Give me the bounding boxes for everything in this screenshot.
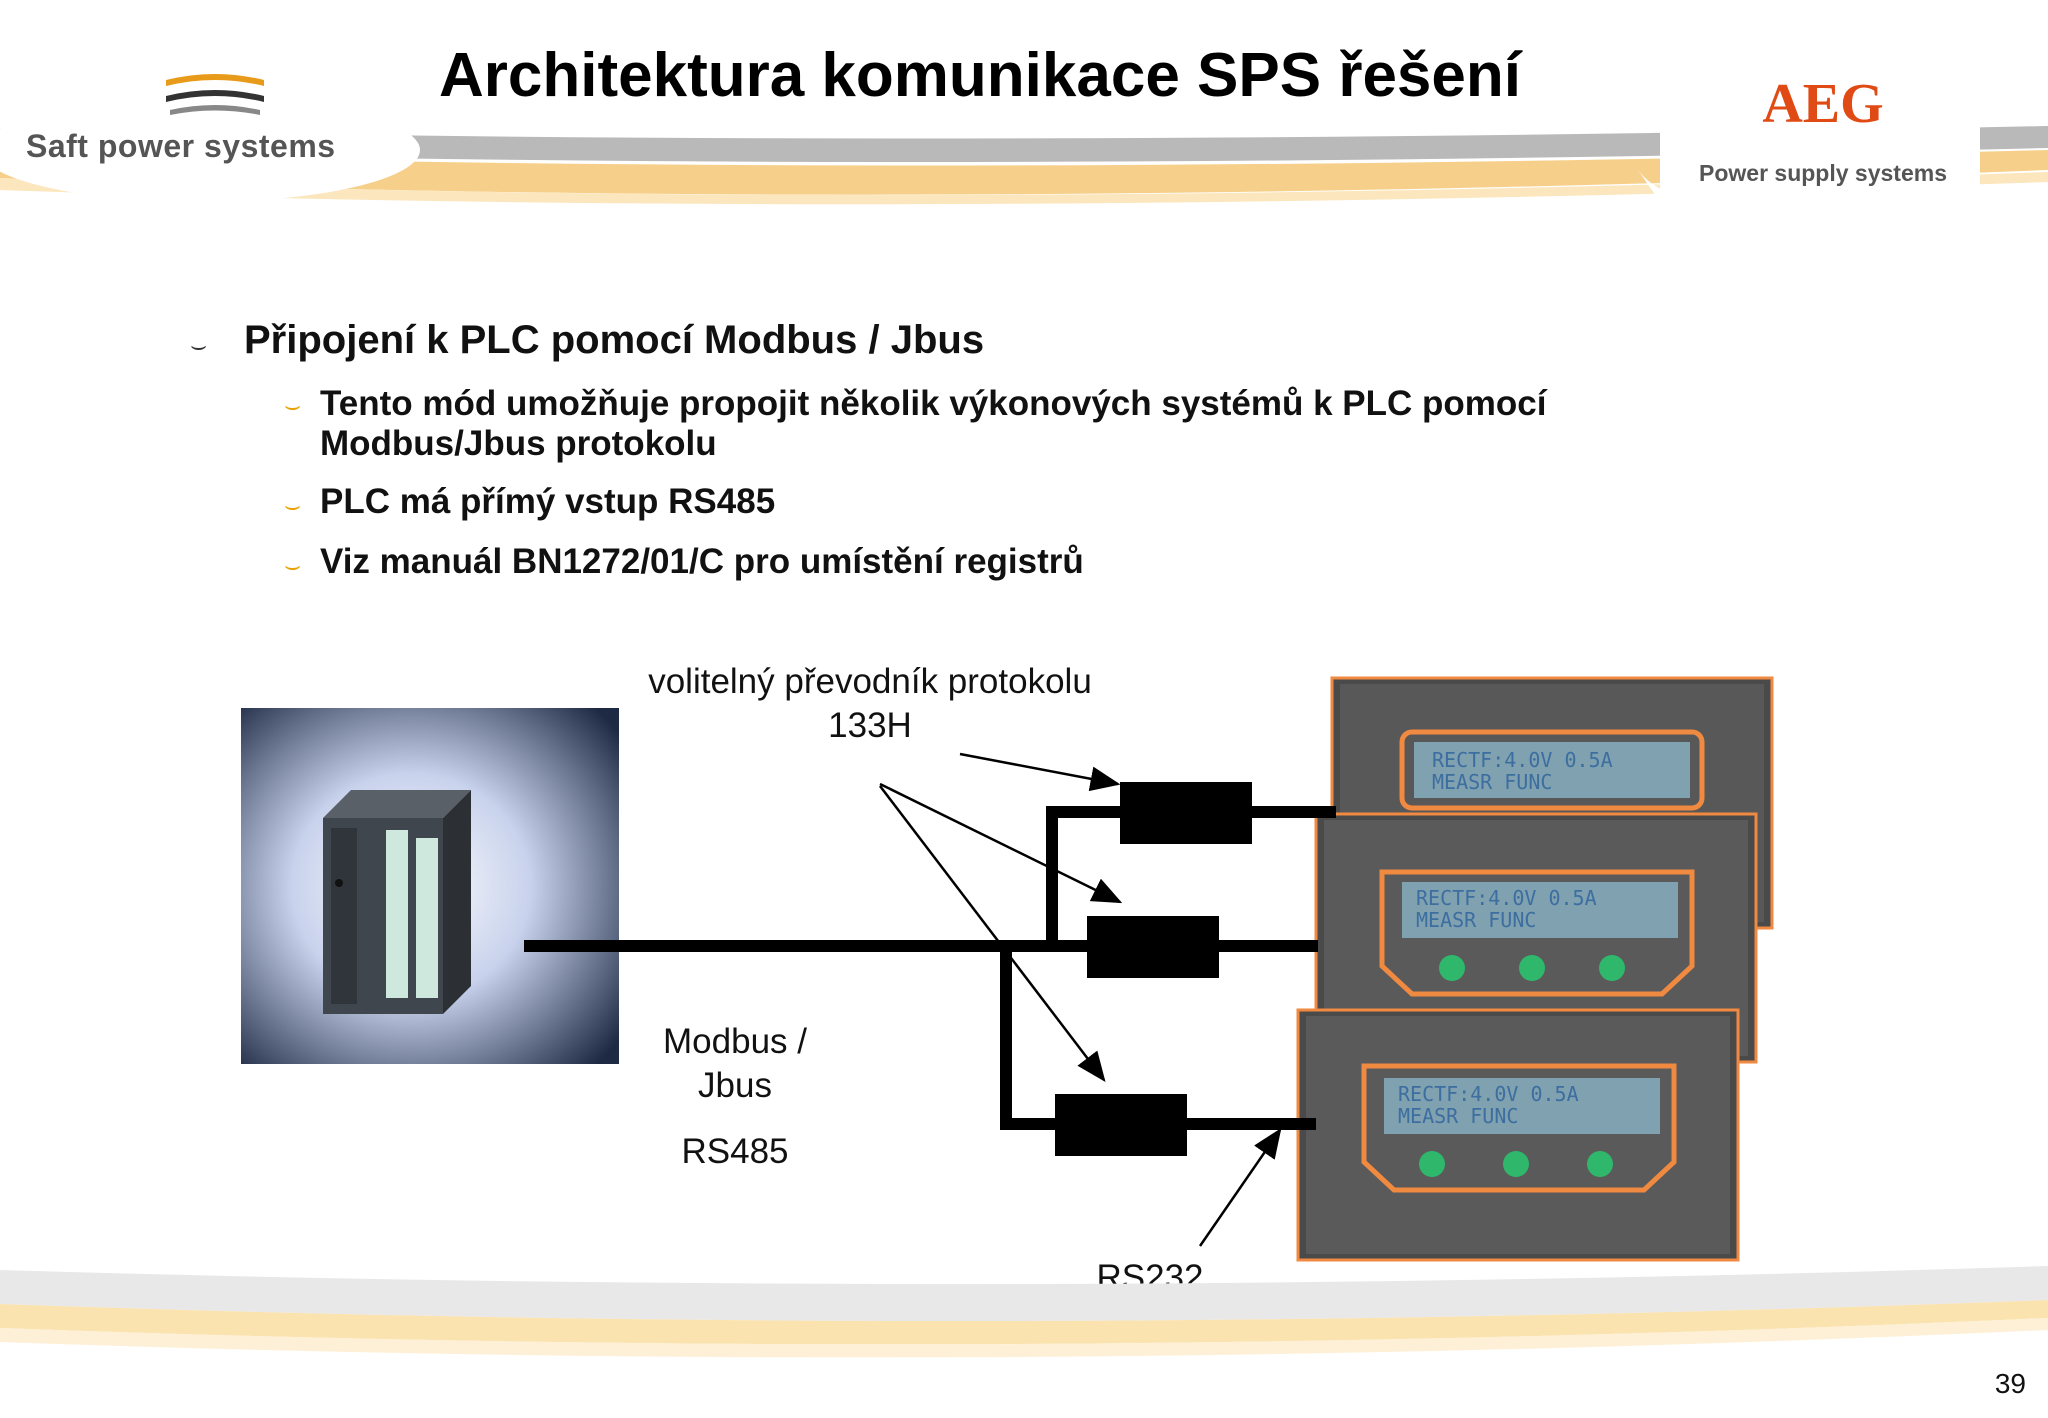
bus-label-line2: Jbus [698, 1066, 772, 1105]
bus-label-line3: RS485 [681, 1132, 789, 1171]
lcd-text-back-2: MEASR FUNC [1432, 770, 1553, 794]
converter-box-middle [1087, 916, 1219, 978]
arrow-converter-bottom [879, 785, 1106, 1082]
bullet-icon: ⌣ [284, 490, 302, 520]
display-unit-front [1296, 1008, 1740, 1262]
lcd-text-front-2: MEASR FUNC [1398, 1104, 1519, 1128]
rs485-lower-branch [1000, 946, 1316, 1130]
converter-label-line1: volitelný převodník protokolu [648, 662, 1092, 701]
bullet-icon: ⌣ [190, 330, 208, 360]
bullet-icon: ⌣ [284, 550, 302, 580]
bus-label-line1: Modbus / [663, 1022, 807, 1061]
plc-image [241, 708, 619, 1064]
arrow-converter-middle [879, 782, 1123, 904]
lcd-text-middle-1: RECTF:4.0V 0.5A [1416, 886, 1597, 910]
sub-bullet-3: Viz manuál BN1272/01/C pro umístění regi… [320, 542, 1084, 581]
aeg-logo-subtitle: Power supply systems [1699, 160, 1947, 186]
footer-swoosh [0, 1266, 2048, 1358]
converter-label-line2: 133H [828, 706, 912, 745]
page-number: 39 [1994, 1368, 2026, 1399]
display-units [1296, 676, 1774, 1262]
sub-bullet-2: PLC má přímý vstup RS485 [320, 482, 776, 521]
arrow-converter-top [959, 752, 1121, 792]
sub-bullet-1: Tento mód umožňuje propojit několik výko… [320, 384, 1547, 463]
saft-logo-text: Saft power systems [26, 128, 336, 164]
bullet-main: Připojení k PLC pomocí Modbus / Jbus [244, 318, 985, 362]
aeg-logo: AEG [1762, 73, 1884, 135]
page-title: Architektura komunikace SPS řešení [438, 41, 1521, 110]
lcd-text-middle-2: MEASR FUNC [1416, 908, 1537, 932]
lcd-text-front-1: RECTF:4.0V 0.5A [1398, 1082, 1579, 1106]
converter-box-bottom [1055, 1094, 1187, 1156]
converter-box-top [1120, 782, 1252, 844]
bullet-icon: ⌣ [284, 390, 302, 420]
lcd-text-back-1: RECTF:4.0V 0.5A [1432, 748, 1613, 772]
arrow-rs232 [1198, 1127, 1282, 1247]
header-swoosh [0, 82, 2048, 205]
saft-logo-mark [166, 74, 264, 115]
